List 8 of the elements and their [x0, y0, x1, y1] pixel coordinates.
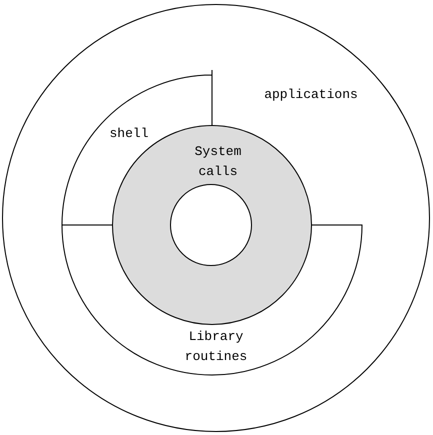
library-region [61, 224, 364, 377]
applications-ring [2, 4, 430, 432]
system-calls-ring [112, 125, 312, 325]
region-label: System calls [194, 143, 242, 181]
region-label: Library routines [184, 328, 248, 366]
kernel-circle [170, 184, 252, 266]
region-label: shell [108, 125, 150, 143]
region-label: applications [263, 86, 359, 104]
